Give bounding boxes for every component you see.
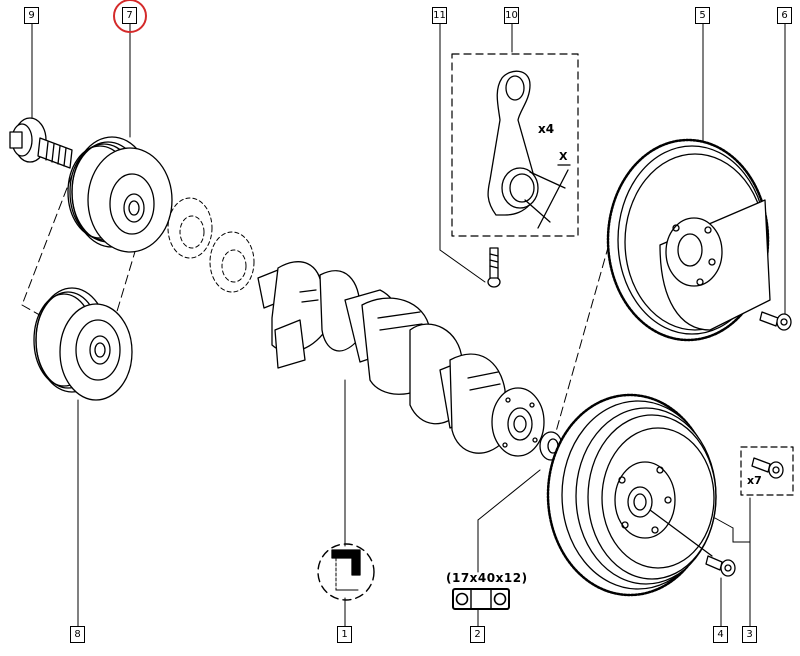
- accessory-pulley-part-8[interactable]: [33, 287, 133, 401]
- phantom-timing-gears: [167, 197, 255, 293]
- conrod-quantity-label: x4: [538, 122, 555, 136]
- callout-5[interactable]: 5: [695, 7, 710, 24]
- callout-9[interactable]: 9: [24, 7, 39, 24]
- flywheel-bolt-part-6[interactable]: [759, 311, 792, 331]
- connecting-rod-part-10[interactable]: [451, 53, 579, 237]
- dmf-bolt-part-4[interactable]: [705, 555, 736, 577]
- crankshaft-pulley-part-7[interactable]: [67, 136, 173, 253]
- dimension-x-label: X: [559, 150, 568, 163]
- selected-callout-highlight: [113, 0, 147, 33]
- bolt-group-x7: [740, 446, 794, 496]
- dual-mass-flywheel-part-3[interactable]: [546, 393, 717, 597]
- leader-lines: [31, 23, 786, 627]
- crankshaft-part-1[interactable]: [257, 261, 545, 457]
- callout-2[interactable]: 2: [470, 626, 485, 643]
- flywheel-part-5[interactable]: [606, 138, 771, 342]
- callout-11[interactable]: 11: [432, 7, 447, 24]
- crankshaft-seal-detail: [317, 543, 375, 601]
- callout-1[interactable]: 1: [337, 626, 352, 643]
- seal-size-label: (17x40x12): [446, 571, 528, 585]
- callout-8[interactable]: 8: [70, 626, 85, 643]
- bolt-quantity-label: x7: [747, 474, 762, 487]
- conrod-bolt-part-11[interactable]: [487, 247, 501, 288]
- callout-10[interactable]: 10: [504, 7, 519, 24]
- callout-4[interactable]: 4: [713, 626, 728, 643]
- pulley-bolt-part-9[interactable]: [9, 117, 73, 169]
- callout-6[interactable]: 6: [777, 7, 792, 24]
- seal-symbol: [452, 588, 510, 610]
- callout-3[interactable]: 3: [742, 626, 757, 643]
